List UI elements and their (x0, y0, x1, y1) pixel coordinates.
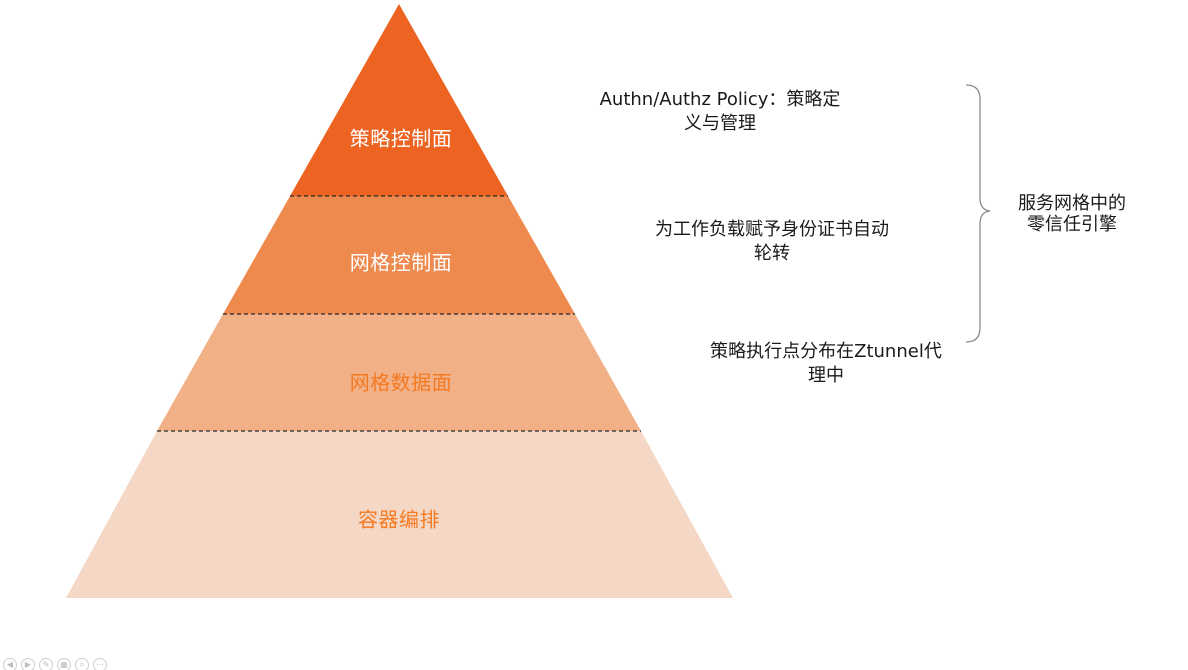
summary-line: 服务网格中的 (1018, 193, 1126, 214)
pen-icon[interactable]: ✎ (39, 658, 53, 670)
annotation-policy-enforcement: 策略执行点分布在Ztunnel代 理中 (666, 340, 986, 388)
annotation-line: 理中 (808, 365, 844, 386)
layer-container-orchestration (66, 431, 733, 598)
layer-label-container-orchestration: 容器编排 (358, 507, 440, 532)
more-icon[interactable]: ⋯ (93, 658, 107, 670)
prev-icon[interactable]: ◀ (3, 658, 17, 670)
zoom-icon[interactable]: ⌕ (75, 658, 89, 670)
layer-mesh-control-plane (223, 196, 575, 314)
layer-label-mesh-data-plane: 网格数据面 (349, 370, 453, 395)
annotation-line: 策略执行点分布在Ztunnel代 (710, 341, 942, 362)
layer-label-policy-control-plane: 策略控制面 (349, 126, 453, 151)
presentation-toolbar: ◀ ▶ ✎ ▦ ⌕ ⋯ (3, 658, 107, 670)
annotation-line: 义与管理 (684, 113, 756, 134)
annotation-policy-definition: Authn/Authz Policy：策略定 义与管理 (560, 88, 880, 136)
annotation-line: 为工作负载赋予身份证书自动 (655, 219, 889, 240)
layer-mesh-data-plane (157, 314, 641, 431)
zero-trust-engine-label: 服务网格中的 零信任引擎 (1003, 193, 1141, 235)
annotation-line: Authn/Authz Policy：策略定 (599, 89, 841, 110)
slides-icon[interactable]: ▦ (57, 658, 71, 670)
layer-policy-control-plane (290, 4, 508, 196)
summary-line: 零信任引擎 (1027, 214, 1117, 235)
annotation-line: 轮转 (754, 243, 790, 264)
annotation-identity-certificates: 为工作负载赋予身份证书自动 轮转 (612, 218, 932, 266)
layer-label-mesh-control-plane: 网格控制面 (349, 250, 453, 275)
next-icon[interactable]: ▶ (21, 658, 35, 670)
